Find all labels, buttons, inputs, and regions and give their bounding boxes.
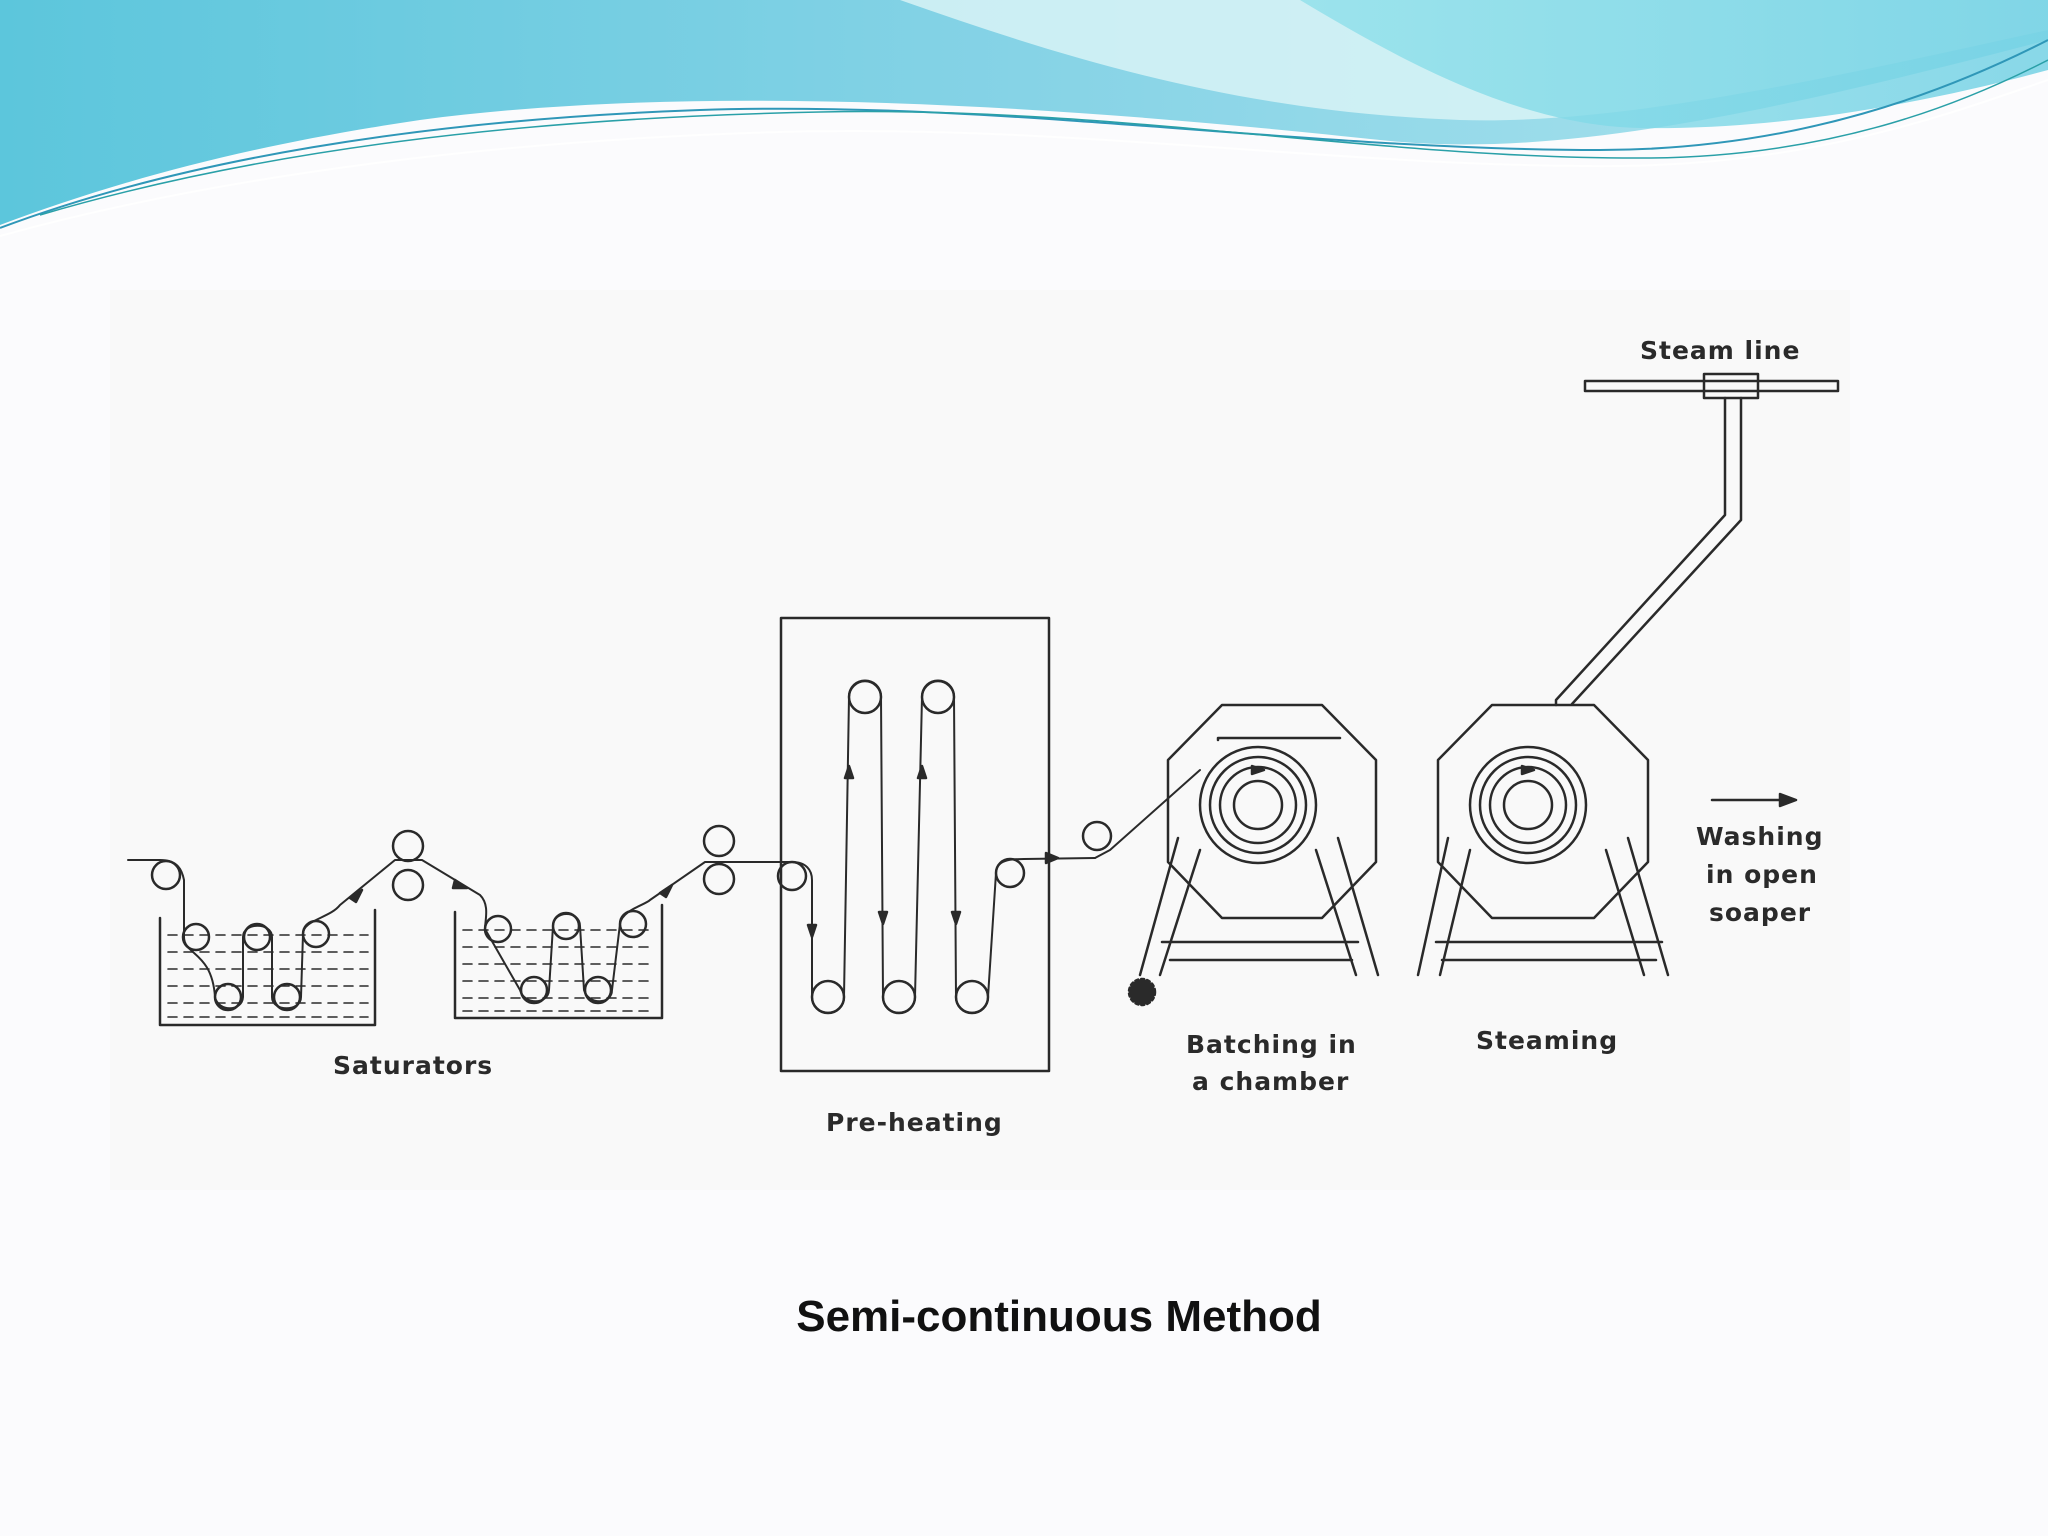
slide-caption: Semi-continuous Method [796, 1292, 1322, 1341]
washing-arrow-head [1778, 792, 1798, 808]
fabric-path-saturators [127, 859, 736, 1010]
label-steam-line: Steam line [1640, 336, 1800, 365]
batching-chamber [1166, 703, 1378, 920]
steam-line-feed [1554, 396, 1743, 707]
batching-stand [1138, 836, 1380, 977]
nip-roller-1-bottom [391, 868, 425, 902]
header-wave-decoration [0, 0, 2048, 237]
preheat-arrow-right [1044, 851, 1060, 865]
label-washing-line3: soaper [1709, 898, 1811, 927]
diagram-background [110, 290, 1850, 1190]
preheating-chamber [779, 616, 1051, 1073]
process-diagram: Steam line Saturators Pre-heating Batchi… [110, 290, 1850, 1190]
label-steaming: Steaming [1476, 1026, 1618, 1055]
wave-line-1 [0, 39, 2048, 229]
fabric-arrow-3 [658, 883, 674, 899]
batching-fabric-scrap [1127, 977, 1157, 1007]
steaming-roll-ring-1 [1468, 745, 1588, 865]
preheat-arrow-up-2 [916, 764, 928, 780]
steaming-roll-ring-2 [1478, 755, 1578, 855]
steaming-chamber [1436, 703, 1650, 920]
batching-chamber-inner [1216, 736, 1342, 742]
label-washing-line1: Washing [1696, 822, 1824, 851]
wave-line-3 [0, 79, 2048, 237]
batching-guide-roller [1081, 820, 1113, 852]
label-batching-line2: a chamber [1192, 1067, 1349, 1096]
label-batching-line1: Batching in [1186, 1030, 1357, 1059]
wave-line-2 [39, 59, 2048, 216]
batching-roll-core [1232, 779, 1284, 831]
steaming-roll-core [1502, 779, 1554, 831]
fabric-arrow-1 [348, 888, 364, 904]
label-washing-line2: in open [1706, 860, 1818, 889]
saturator-tank-2 [453, 903, 664, 1020]
wave-band-accent [1300, 0, 2048, 129]
preheat-arrow-down-2 [877, 910, 889, 926]
steam-line-pipe [1583, 379, 1840, 393]
saturator-liquid-1 [167, 934, 369, 1018]
nip-roller-2-top [702, 824, 736, 858]
steam-line-valve [1702, 372, 1760, 400]
batching-roll-ring-1 [1198, 745, 1318, 865]
preheat-arrow-down-1 [806, 923, 818, 939]
saturator-tank-1 [158, 908, 377, 1027]
steaming-stand [1416, 836, 1670, 977]
fabric-arrow-2 [451, 878, 469, 890]
label-saturators: Saturators [333, 1051, 493, 1080]
fabric-path-batching [1094, 769, 1201, 859]
label-pre-heating: Pre-heating [826, 1108, 1003, 1137]
batching-roll-ring-2 [1208, 755, 1308, 855]
steaming-roll-arrow [1520, 764, 1536, 776]
batching-roll-arrow [1250, 764, 1266, 776]
preheat-arrow-down-3 [950, 910, 962, 926]
preheat-arrow-up-1 [843, 764, 855, 780]
nip-roller-2-bottom [702, 862, 736, 896]
fabric-path-preheating [734, 679, 1096, 1014]
